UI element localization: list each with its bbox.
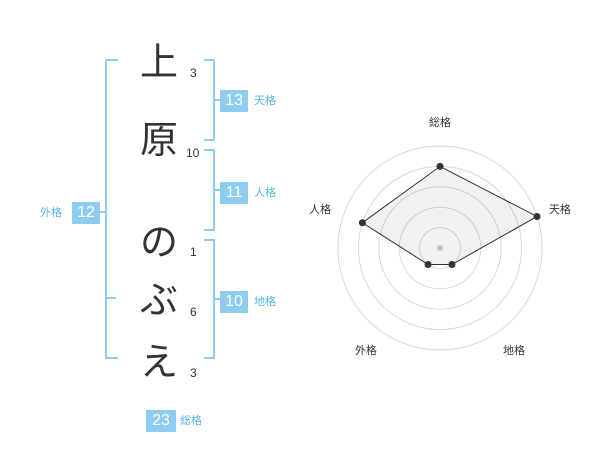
gaikaku-label: 外格 bbox=[40, 206, 62, 219]
radar-point bbox=[533, 212, 541, 220]
radar-ring bbox=[378, 186, 502, 310]
gaikaku-bracket bbox=[105, 59, 118, 359]
stroke-count-3: 1 bbox=[190, 245, 197, 259]
radar-center bbox=[437, 245, 443, 251]
stroke-count-2: 10 bbox=[186, 146, 200, 160]
jinkaku-value: 11 bbox=[220, 182, 248, 204]
radar-axis-label-soukaku: 総格 bbox=[429, 116, 451, 129]
tenkaku-value: 13 bbox=[220, 90, 248, 112]
radar-point bbox=[448, 261, 456, 269]
name-char-5: え bbox=[139, 340, 178, 384]
soukaku-label: 総格 bbox=[180, 414, 202, 427]
radar-point bbox=[358, 219, 366, 227]
radar-point bbox=[436, 162, 444, 170]
stroke-count-4: 6 bbox=[190, 305, 197, 319]
radar-axis-label-tenkaku: 天格 bbox=[548, 203, 571, 217]
name-char-4: ぶ bbox=[139, 278, 178, 322]
radar-axis-label-gaikaku: 外格 bbox=[354, 343, 377, 357]
chikaku-value: 10 bbox=[220, 291, 248, 313]
radar-axis-label-chikaku: 地格 bbox=[503, 343, 526, 357]
radar-ring bbox=[337, 145, 543, 351]
name-char-3: の bbox=[139, 220, 178, 264]
jinkaku-label: 人格 bbox=[254, 186, 276, 199]
stroke-count-1: 3 bbox=[190, 66, 197, 80]
radar-axis-label-jinkaku: 人格 bbox=[309, 203, 332, 217]
gaikaku-value: 12 bbox=[72, 202, 100, 224]
soukaku-value: 23 bbox=[146, 410, 176, 432]
tenkaku-label: 天格 bbox=[254, 94, 276, 107]
radar-point bbox=[424, 261, 432, 269]
chikaku-label: 地格 bbox=[254, 295, 276, 308]
name-char-1: 上 bbox=[139, 40, 178, 84]
name-char-2: 原 bbox=[139, 118, 178, 162]
radar-series-area bbox=[361, 165, 539, 266]
radar-ring bbox=[419, 227, 461, 269]
stroke-count-5: 3 bbox=[190, 366, 197, 380]
